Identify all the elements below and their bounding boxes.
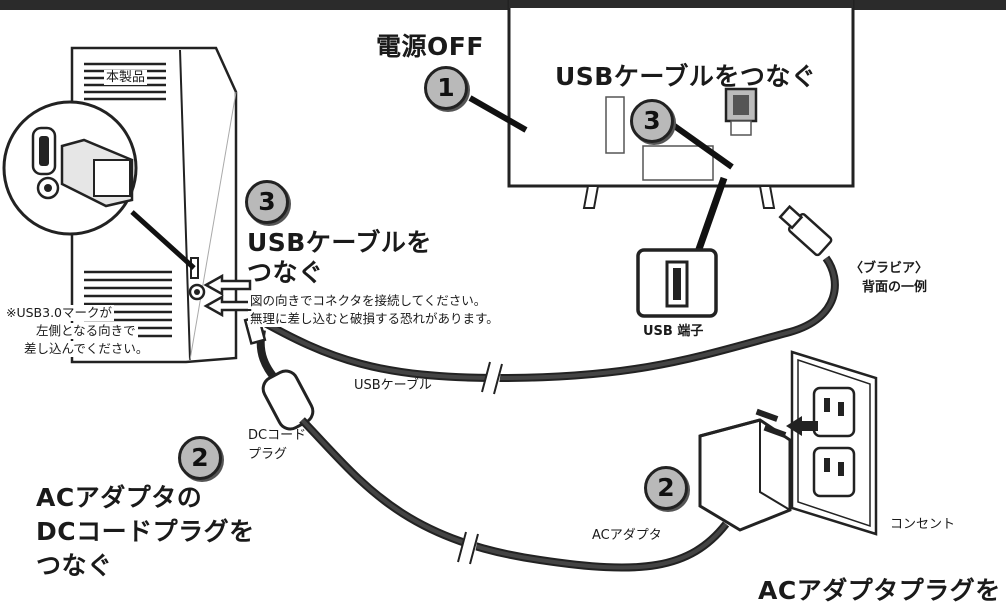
bravia-label-line1: 〈ブラビア〉 [850,261,929,276]
usb30-note-line3: 差し込んでください。 [22,341,151,357]
usb30-note-line2: 左側となる向きで [34,323,138,339]
device-usb-step-line2: つなぐ [247,258,324,287]
power-off-label: 電源OFF [376,32,484,61]
usb-port-label: USB 端子 [643,324,704,339]
ac-step-line1: ACアダプタの [36,483,203,512]
dc-plug-label-line2: プラグ [248,447,288,462]
step-3-tv-badge: 3 [630,99,674,143]
usb-cable [254,204,839,395]
top-bar [0,0,1006,10]
step-2-adapter-badge: 2 [644,466,688,510]
step-1-badge: 1 [424,66,468,110]
step-2-device-badge: 2 [178,436,222,480]
wall-outlet [790,350,878,536]
usb30-note-line1: ※USB3.0マークが [4,305,115,321]
bravia-label-line2: 背面の一例 [862,280,928,295]
connector-note-line1: 図の向きでコネクタを接続してください。 [248,293,489,309]
ac-step-line2: DCコードプラグを [36,517,255,546]
connector-note-line2: 無理に差し込むと破損する恐れがあります。 [248,311,501,327]
ac-adapter [698,408,818,532]
step-3-device-badge: 3 [245,180,289,224]
insert-arrows [203,273,252,318]
outlet-label: コンセント [890,517,956,532]
usb-port-zoom [636,248,718,318]
ac-step-line3: つなぐ [36,551,113,580]
bottom-cut-label: ACアダプタプラグを [758,576,1001,605]
dc-plug-label-line1: DCコード [248,428,307,443]
product-label: 本製品 [104,70,148,86]
tv-usb-step-label: USBケーブルをつなぐ [555,62,817,91]
device-usb-step-line1: USBケーブルを [247,228,432,257]
dc-cord [243,315,730,572]
tv-back-panel [468,0,855,254]
usb-cable-label: USBケーブル [354,378,432,393]
ac-adapter-label: ACアダプタ [592,528,662,543]
device-port-zoom [2,100,138,236]
